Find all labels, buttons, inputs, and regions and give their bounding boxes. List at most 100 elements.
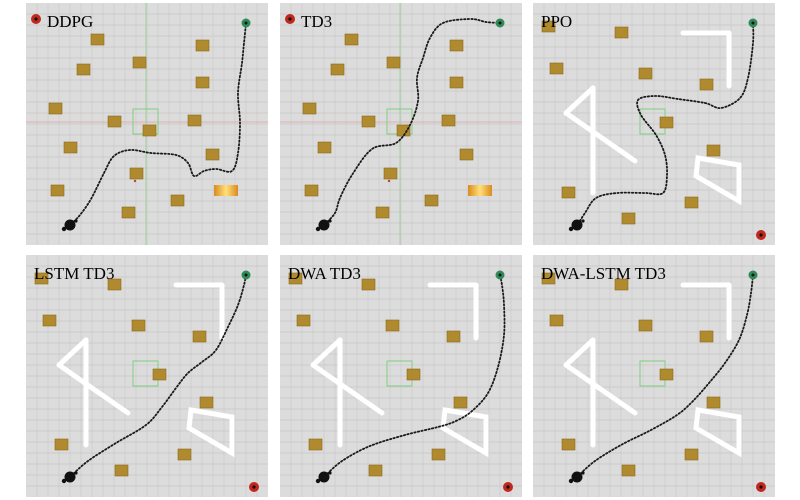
box-obstacle	[396, 124, 411, 137]
goal-marker-icon	[495, 270, 505, 280]
wall-obstacles	[563, 282, 742, 458]
box-obstacle	[177, 448, 192, 461]
box-obstacle	[368, 464, 383, 477]
box-obstacle	[76, 63, 91, 76]
panel-dwa-td3: DWA TD3	[280, 255, 522, 497]
box-obstacle	[549, 62, 564, 75]
box-obstacle	[129, 167, 144, 180]
box-obstacle	[308, 438, 323, 451]
box-obstacle	[90, 33, 105, 46]
box-obstacle	[406, 368, 421, 381]
box-obstacle	[561, 438, 576, 451]
wall-segment	[563, 337, 596, 368]
box-obstacle	[195, 39, 210, 52]
panel-ppo: PPO	[533, 3, 775, 245]
box-obstacle	[383, 167, 398, 180]
panel-title: DWA-LSTM TD3	[541, 264, 666, 283]
wall-obstacles	[310, 282, 489, 458]
robot-trajectory	[577, 274, 754, 477]
box-obstacle	[621, 464, 636, 477]
box-obstacle	[361, 278, 376, 291]
box-obstacle	[541, 272, 556, 285]
box-obstacle	[199, 396, 214, 409]
floor-grid	[533, 255, 775, 497]
wall-segment	[310, 362, 385, 416]
wall-quadrilateral	[186, 407, 235, 458]
box-obstacle	[361, 115, 376, 128]
floor-grid	[26, 3, 268, 245]
box-obstacle	[453, 396, 468, 409]
panel-td3: TD3	[280, 3, 522, 245]
box-obstacle	[50, 184, 65, 197]
robot-icon	[61, 219, 78, 232]
box-obstacle	[42, 314, 57, 327]
wall-segment	[563, 85, 596, 116]
box-obstacle	[107, 115, 122, 128]
box-obstacle	[152, 368, 167, 381]
robot-trajectory	[70, 274, 247, 477]
box-obstacle	[684, 196, 699, 209]
red-marker-icon	[31, 14, 41, 24]
robot-trajectory	[577, 22, 755, 225]
hot-spot-marker	[468, 185, 492, 196]
wall-segment	[56, 362, 131, 416]
panel-title: LSTM TD3	[34, 264, 114, 283]
box-obstacle	[107, 278, 122, 291]
box-obstacle	[638, 319, 653, 332]
robot-icon	[568, 219, 585, 232]
goal-marker-icon	[748, 18, 758, 28]
box-obstacle	[441, 114, 456, 127]
box-obstacle	[187, 114, 202, 127]
box-obstacle	[132, 56, 147, 69]
robot-icon	[61, 471, 78, 484]
wall-quadrilateral	[693, 407, 742, 458]
box-obstacle	[699, 78, 714, 91]
red-marker-icon	[503, 482, 513, 492]
box-obstacle	[449, 76, 464, 89]
wall-quadrilateral	[440, 407, 489, 458]
panel-ddpg: DDPG	[26, 3, 268, 245]
robot-icon	[568, 471, 585, 484]
goal-marker-icon	[241, 270, 251, 280]
box-obstacle	[288, 272, 303, 285]
wall-segment	[310, 337, 343, 368]
box-obstacle	[638, 67, 653, 80]
box-obstacle	[706, 396, 721, 409]
box-obstacle	[170, 194, 185, 207]
box-obstacle	[192, 330, 207, 343]
wall-obstacles	[56, 282, 235, 458]
box-obstacle	[34, 272, 49, 285]
panel-lstm-td3: LSTM TD3	[26, 255, 268, 497]
red-marker-icon	[756, 230, 766, 240]
wall-segment	[56, 337, 89, 368]
box-obstacle	[48, 102, 63, 115]
box-obstacle	[449, 39, 464, 52]
robot-icon	[315, 219, 332, 232]
box-obstacle	[699, 330, 714, 343]
box-obstacle	[659, 116, 674, 129]
box-obstacle	[446, 330, 461, 343]
robot-trajectory	[324, 18, 501, 225]
goal-marker-icon	[748, 270, 758, 280]
small-dot	[133, 179, 137, 183]
box-obstacle	[205, 148, 220, 161]
box-obstacle	[549, 314, 564, 327]
box-obstacle	[114, 464, 129, 477]
small-dot	[387, 179, 391, 183]
panel-title: TD3	[301, 12, 332, 31]
wall-obstacles	[563, 30, 742, 206]
panel-title: PPO	[541, 12, 572, 31]
box-obstacle	[54, 438, 69, 451]
box-obstacle	[304, 184, 319, 197]
box-obstacle	[302, 102, 317, 115]
goal-marker-icon	[241, 18, 251, 28]
box-obstacle	[131, 319, 146, 332]
box-obstacle	[684, 448, 699, 461]
box-obstacle	[142, 124, 157, 137]
box-obstacle	[541, 20, 556, 33]
red-marker-icon	[285, 14, 295, 24]
box-obstacle	[621, 212, 636, 225]
box-obstacle	[561, 186, 576, 199]
box-obstacle	[659, 368, 674, 381]
